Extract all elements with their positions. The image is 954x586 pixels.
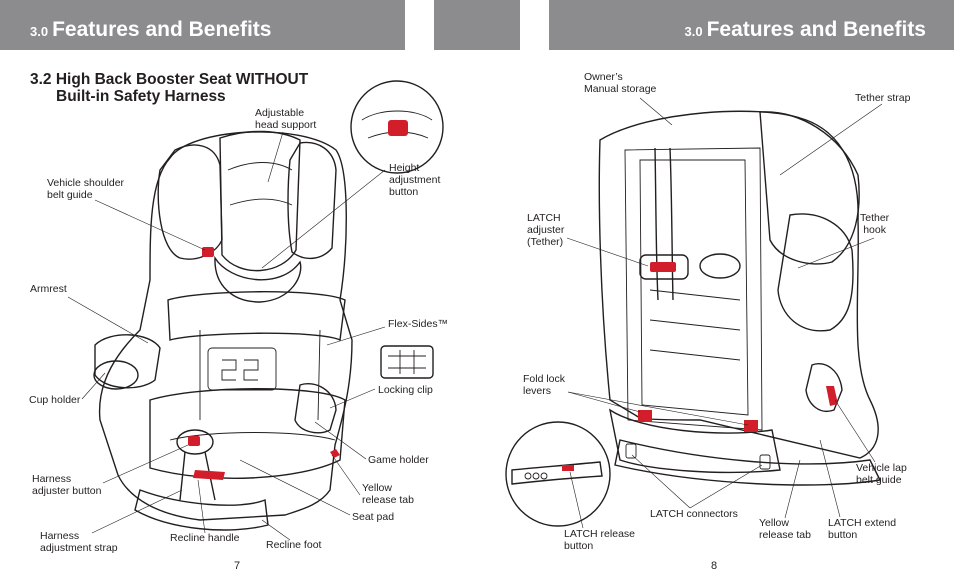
- label-vehicle-lap-belt-guide: Vehicle lap belt guide: [856, 462, 907, 486]
- label-yellow-release-tab-right: Yellow release tab: [759, 517, 811, 541]
- label-harness-adjuster-button: Harness adjuster button: [32, 473, 102, 497]
- left-header-text: Features and Benefits: [52, 18, 272, 41]
- page-number-right: 8: [711, 560, 718, 572]
- label-locking-clip: Locking clip: [378, 384, 433, 396]
- section-title-line1: 3.2 High Back Booster Seat WITHOUT: [30, 71, 309, 88]
- label-yellow-release-tab-left: Yellow release tab: [362, 482, 414, 506]
- label-game-holder: Game holder: [368, 454, 429, 466]
- section-title: 3.2 High Back Booster Seat WITHOUT Built…: [30, 71, 308, 105]
- label-cup-holder: Cup holder: [29, 394, 81, 406]
- label-recline-foot: Recline foot: [266, 539, 322, 551]
- label-vehicle-shoulder-belt-guide: Vehicle shoulder belt guide: [47, 177, 125, 201]
- label-adjustable-head-support: Adjustable head support: [255, 107, 317, 131]
- right-header-number: 3.0: [684, 24, 703, 39]
- right-header-text: Features and Benefits: [706, 18, 926, 41]
- label-owners-manual-storage: Owner’s Manual storage: [584, 71, 657, 95]
- locking-clip-illustration: [380, 345, 434, 379]
- label-seat-pad: Seat pad: [352, 511, 395, 523]
- section-title-line2: Built-in Safety Harness: [56, 88, 226, 105]
- page-number-left: 7: [234, 560, 241, 572]
- label-armrest: Armrest: [30, 283, 67, 295]
- label-fold-lock-levers: Fold lock levers: [523, 373, 566, 397]
- label-latch-release-button: LATCH release button: [564, 528, 635, 552]
- label-height-adjustment-button: Height adjustment button: [389, 162, 441, 198]
- label-latch-extend-button: LATCH extend button: [828, 517, 897, 541]
- label-latch-connectors: LATCH connectors: [650, 508, 738, 520]
- label-tether-strap: Tether strap: [855, 92, 911, 104]
- left-leader-lines: [67, 131, 386, 541]
- height-button-zoom-illustration: [350, 80, 444, 174]
- booster-seat-front-illustration: [93, 130, 353, 531]
- left-edge-tab: [434, 0, 520, 50]
- label-recline-handle: Recline handle: [170, 532, 240, 544]
- label-flex-sides: Flex-Sides™: [388, 318, 449, 330]
- left-header-number: 3.0: [30, 24, 49, 39]
- latch-release-zoom-illustration: [505, 421, 611, 527]
- label-latch-adjuster: LATCH adjuster (Tether): [527, 212, 565, 248]
- booster-seat-back-illustration: [598, 110, 882, 486]
- label-harness-adjustment-strap: Harness adjustment strap: [40, 530, 118, 554]
- label-tether-hook: Tether hook: [860, 212, 890, 236]
- right-leader-lines: [566, 97, 883, 529]
